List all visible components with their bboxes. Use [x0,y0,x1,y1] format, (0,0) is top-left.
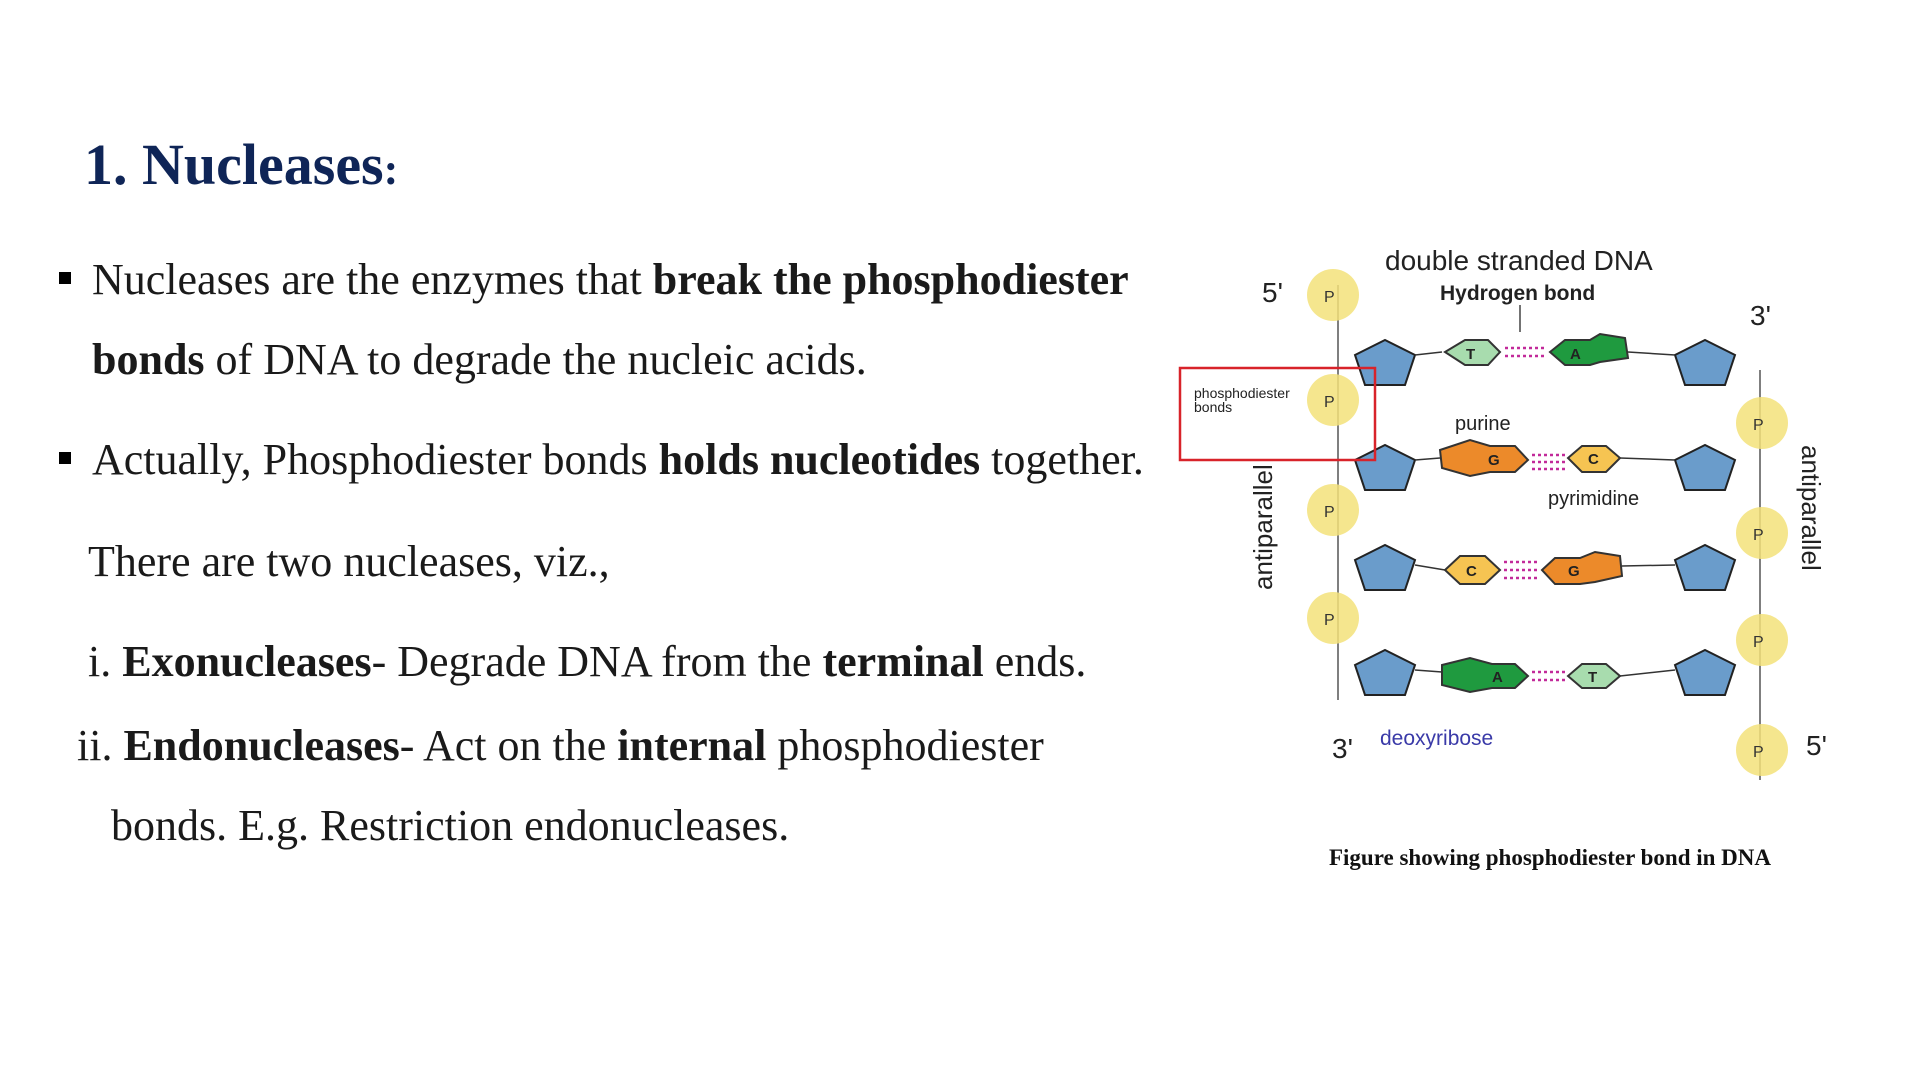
phosphate-right-1: P [1736,397,1788,449]
five-prime-top: 5' [1262,277,1283,308]
dna-diagram: double stranded DNA Hydrogen bond 5' 3' … [1178,245,1827,780]
sugar-right-1 [1673,338,1737,386]
base-guanine-row-2 [1438,438,1530,478]
list-item-endonucleases: ii. Endonucleases- Act on the internal p… [77,721,1044,770]
bullet-1-bold-2: bonds [92,335,205,384]
bullet-2-text-2: together. [980,435,1144,484]
figure-title: double stranded DNA [1385,245,1653,276]
svg-text:P: P [1753,527,1764,544]
bullet-marker [59,272,71,284]
svg-text:P: P [1753,634,1764,651]
item-2-bold: internal [617,721,767,770]
item-1-text: - Degrade DNA from the [371,637,823,686]
three-prime-top: 3' [1750,300,1771,331]
item-2-text: - Act on the [399,721,618,770]
item-1-term: Exonucleases [122,637,372,686]
glycosidic-bonds [1414,351,1676,677]
bullet-marker [59,452,71,464]
phosphodiester-label-1: phosphodiester [1194,385,1290,401]
svg-text:P: P [1324,612,1335,629]
svg-text:P: P [1324,394,1335,411]
deoxyribose-label: deoxyribose [1380,727,1493,750]
phosphate-left-1: P [1307,269,1359,321]
phosphate-left-3: P [1307,484,1359,536]
item-2-text-2: phosphodiester [766,721,1044,770]
phosphate-left-4: P [1307,592,1359,644]
base-cytosine-row-3 [1443,555,1502,585]
intro-text: There are two nucleases, viz., [88,537,610,586]
sugar-left-3 [1353,543,1417,591]
bullet-2-line: Actually, Phosphodiester bonds holds nuc… [92,435,1144,484]
figure-caption: Figure showing phosphodiester bond in DN… [1328,845,1772,870]
sugar-right-4 [1673,648,1737,696]
pyrimidine-label: pyrimidine [1548,488,1639,510]
bullet-2-bold: holds nucleotides [658,435,981,484]
list-item-endonucleases-line-2: bonds. E.g. Restriction endonucleases. [111,801,790,850]
bullet-1-line-1: Nucleases are the enzymes that break the… [92,255,1129,304]
slide-title: 1. Nucleases: [84,136,398,194]
phosphodiester-highlight-box [1178,366,1377,462]
item-1-bold: terminal [822,637,984,686]
item-1-text-2: ends. [983,637,1087,686]
base-label-row-1-left: T [1466,346,1475,363]
bullet-1-line-2: bonds of DNA to degrade the nucleic acid… [92,335,867,384]
phosphate-right-2: P [1736,507,1788,559]
title-number: 1. [84,132,128,197]
item-2-number: ii. [77,721,124,770]
base-label-row-2-left: G [1488,452,1500,469]
sugar-left-1 [1353,338,1417,386]
base-label-row-4-left: A [1492,669,1503,686]
base-thymine-row-1 [1443,339,1502,366]
bullet-1-text: Nucleases are the enzymes that [92,255,653,304]
base-label-row-2-right: C [1588,451,1599,468]
bullet-1-bold: break the phosphodiester [652,255,1129,304]
phosphodiester-label-2: bonds [1194,399,1232,415]
list-item-exonucleases: i. Exonucleases- Degrade DNA from the te… [88,637,1087,686]
sugar-left-4 [1353,648,1417,696]
title-text: Nucleases [142,132,384,197]
item-1-number: i. [88,637,123,686]
five-prime-bottom: 5' [1806,730,1827,761]
base-label-row-3-right: G [1568,563,1580,580]
svg-text:P: P [1753,744,1764,761]
svg-text:P: P [1324,504,1335,521]
three-prime-bottom: 3' [1332,733,1353,764]
dna-figure: double stranded DNA Hydrogen bond 5' 3' … [1170,240,1850,820]
antiparallel-right-label: antiparallel [1796,445,1826,571]
bullet-1-text-2: of DNA to degrade the nucleic acids. [204,335,867,384]
base-adenine-row-1 [1548,332,1630,366]
phosphate-right-3: P [1736,614,1788,666]
base-label-row-4-right: T [1588,669,1597,686]
phosphate-right-4: P [1736,724,1788,776]
svg-text:P: P [1324,289,1335,306]
sugar-right-2 [1673,443,1737,491]
phosphate-left-2: P [1307,374,1359,426]
sugar-right-3 [1673,543,1737,591]
base-label-row-3-left: C [1466,563,1477,580]
sugar-left-2 [1353,443,1417,491]
bullet-2-text: Actually, Phosphodiester bonds [92,435,659,484]
svg-text:P: P [1753,417,1764,434]
base-label-row-1-right: A [1570,346,1581,363]
title-colon: : [383,145,399,194]
purine-label: purine [1455,413,1511,435]
antiparallel-left-label: antiparallel [1248,464,1278,590]
base-adenine-row-4 [1441,656,1530,694]
hydrogen-bond-label: Hydrogen bond [1440,282,1595,305]
item-2-term: Endonucleases [123,721,400,770]
base-guanine-row-3 [1540,550,1624,585]
